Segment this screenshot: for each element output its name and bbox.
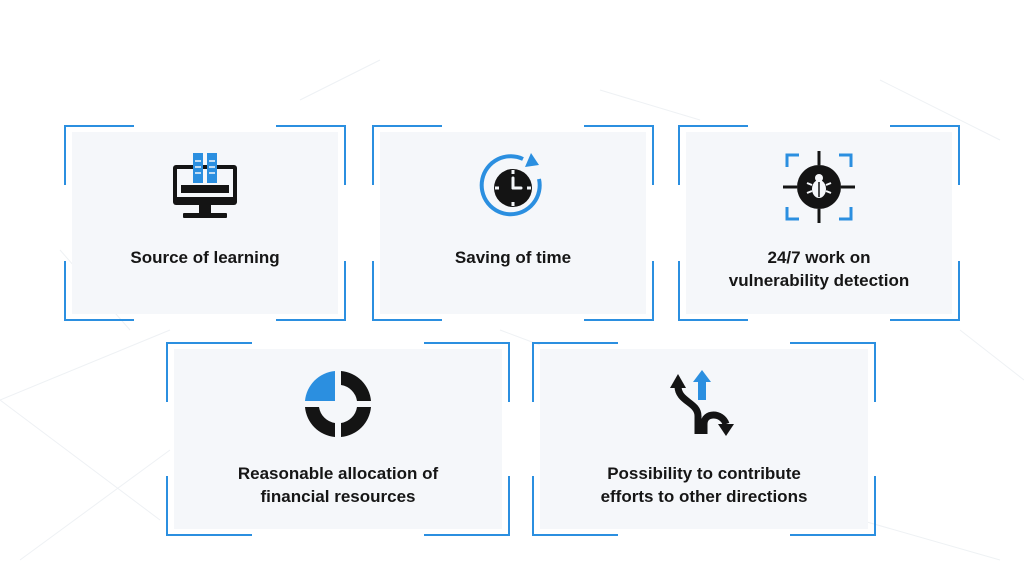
- card-label: 24/7 work on vulnerability detection: [728, 248, 910, 290]
- computer-books-icon: [173, 153, 237, 218]
- card-label: Possibility to contribute efforts to oth…: [600, 464, 808, 506]
- card-corner-frame: [678, 125, 960, 321]
- card-financial-resources: Reasonable allocation of financial resou…: [166, 342, 510, 536]
- card-label: Saving of time: [454, 248, 572, 267]
- card-corner-frame: [64, 125, 346, 321]
- card-panel: [380, 132, 646, 314]
- card-panel: [72, 132, 338, 314]
- card-saving-of-time: Saving of time: [372, 125, 654, 321]
- diverging-arrows-icon: [670, 370, 734, 436]
- card-panel: [174, 349, 502, 529]
- card-corner-frame: [532, 342, 876, 536]
- card-label: Source of learning: [130, 248, 280, 267]
- card-corner-frame: [166, 342, 510, 536]
- card-label: Reasonable allocation of financial resou…: [237, 464, 439, 506]
- card-contribute-efforts: Possibility to contribute efforts to oth…: [532, 342, 876, 536]
- card-vulnerability-detection: 24/7 work on vulnerability detection: [678, 125, 960, 321]
- pie-chart-icon: [305, 371, 371, 437]
- card-source-of-learning: Source of learning: [64, 125, 346, 321]
- clock-refresh-icon: [479, 153, 542, 217]
- card-corner-frame: [372, 125, 654, 321]
- bug-target-icon: [783, 151, 855, 223]
